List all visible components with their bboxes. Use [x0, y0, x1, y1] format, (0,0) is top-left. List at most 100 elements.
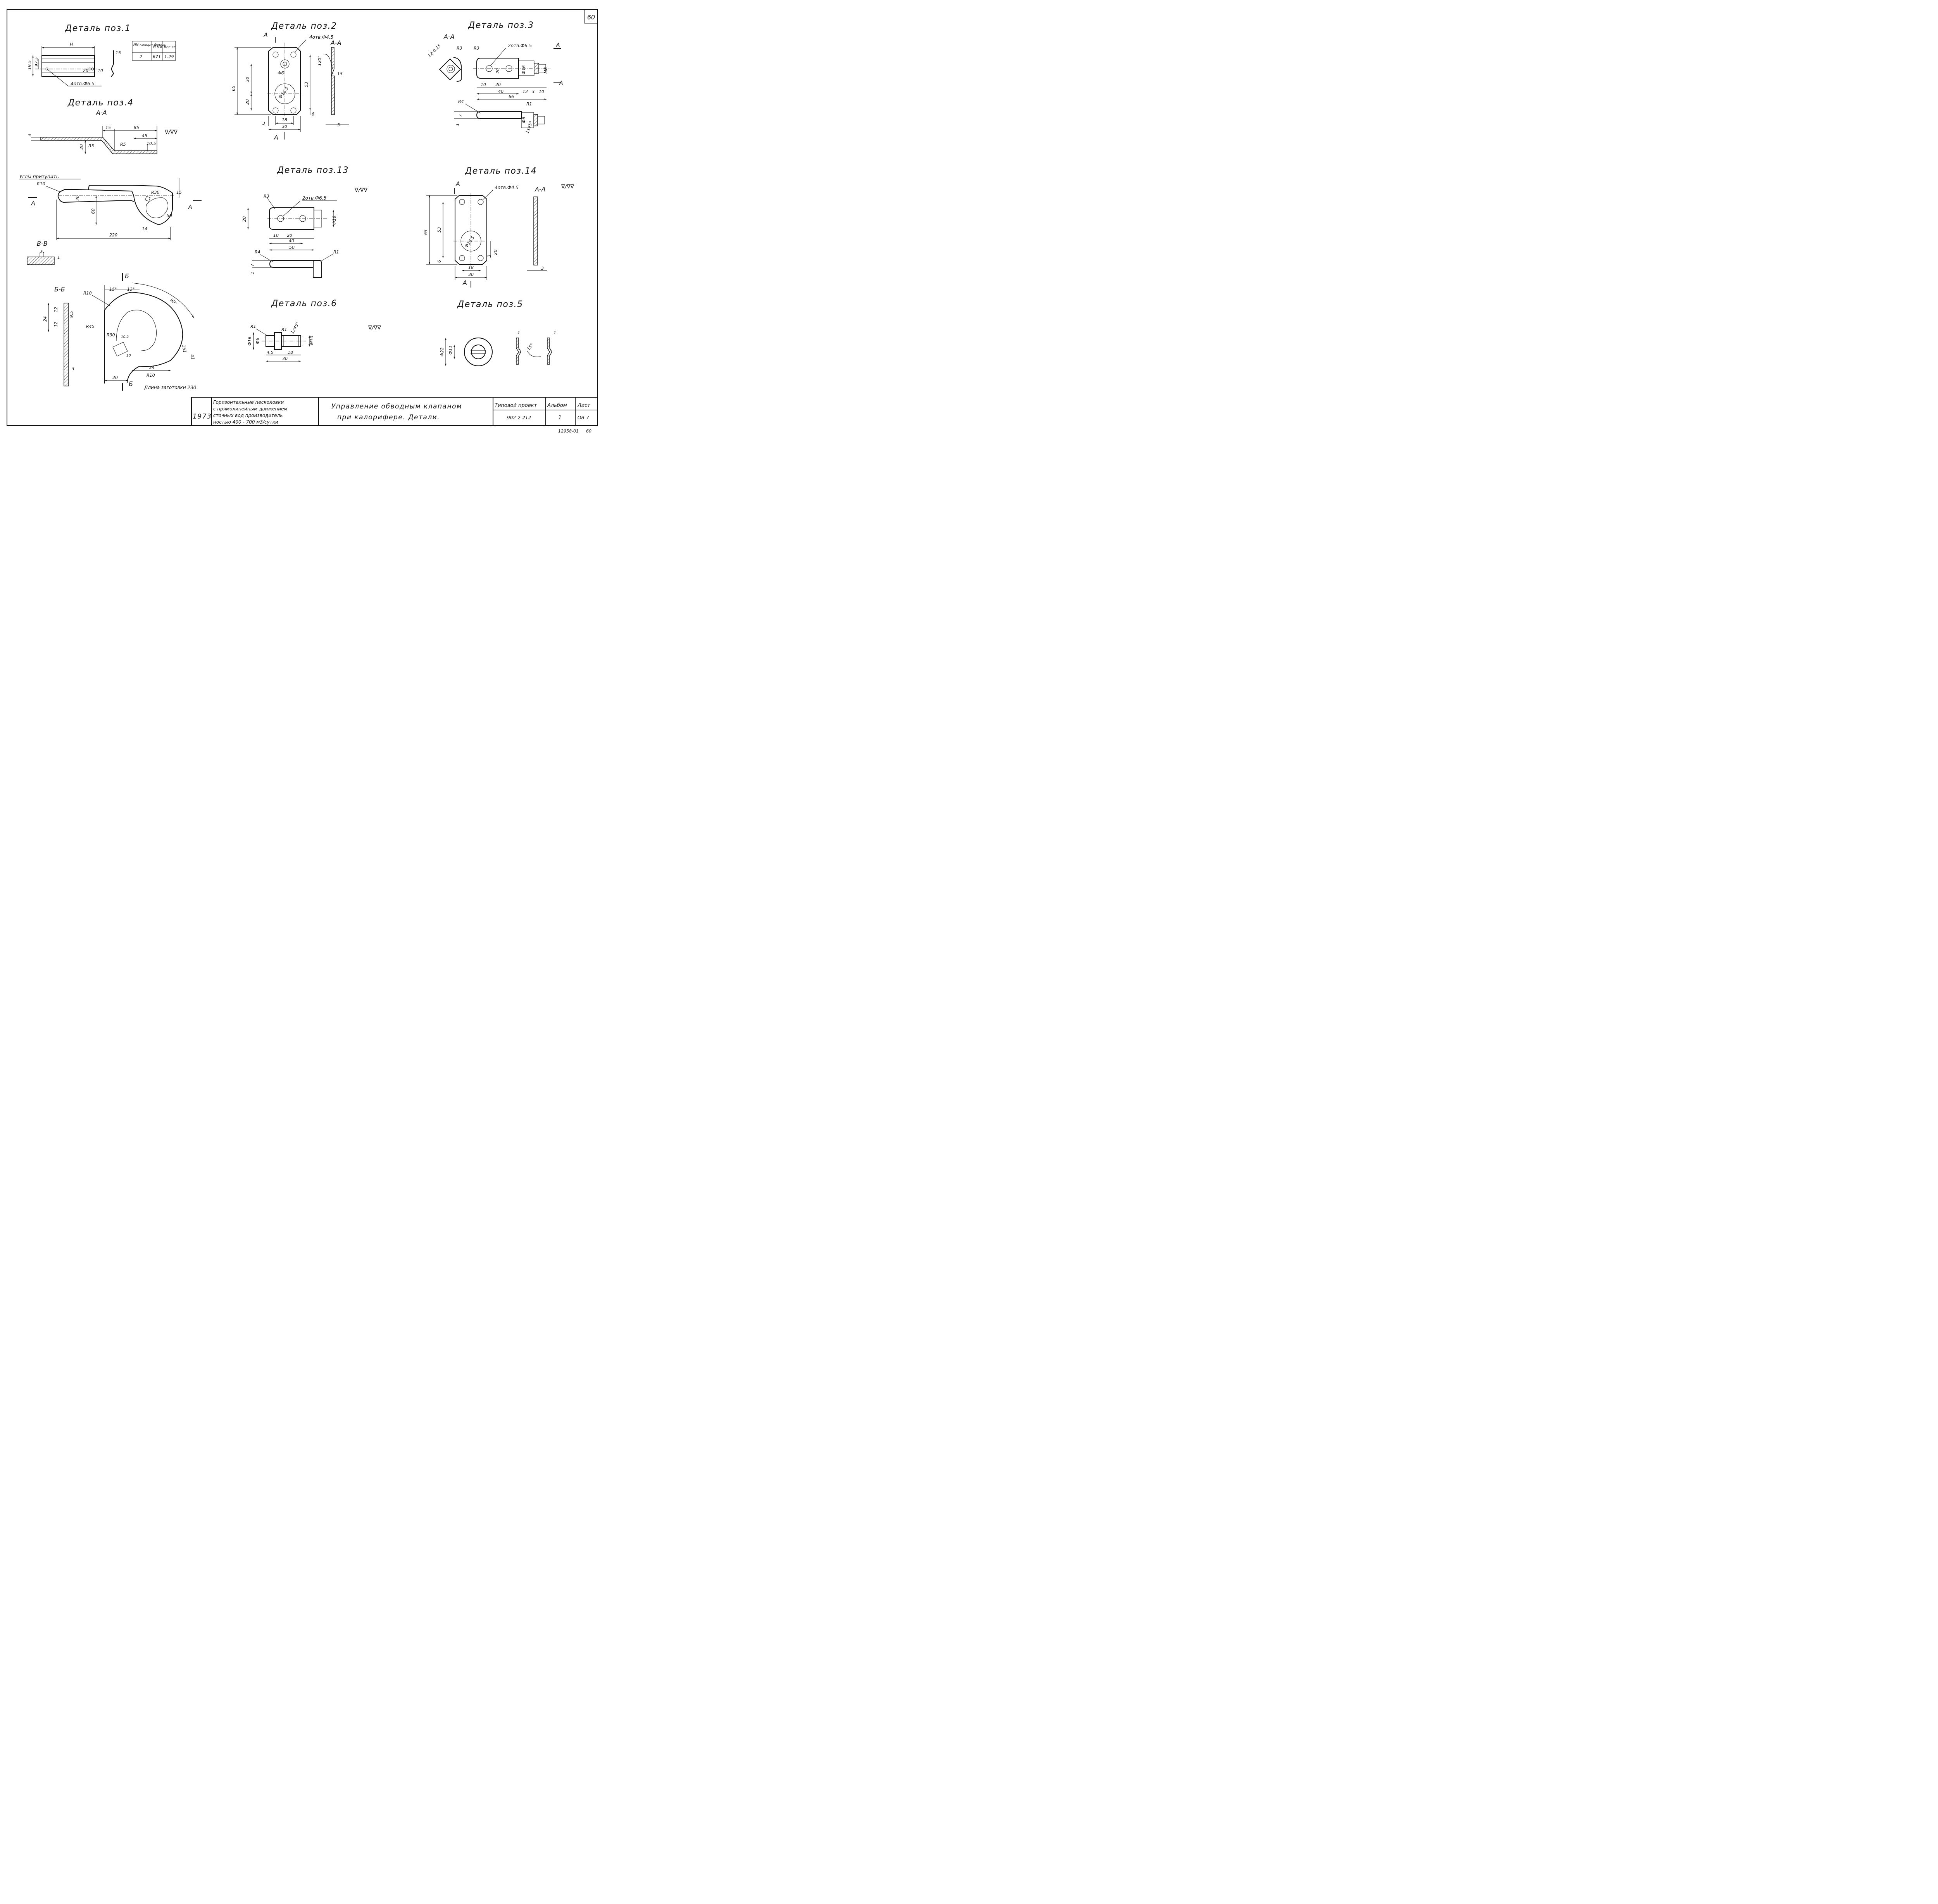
- svg-text:15: 15: [116, 50, 121, 55]
- project-desc-line-2: с прямолинейным движением: [213, 406, 288, 412]
- svg-text:R30: R30: [107, 333, 115, 338]
- svg-text:Ф6: Ф6: [521, 117, 526, 123]
- svg-text:R3: R3: [457, 46, 462, 51]
- detail-14-mark-a-bottom: А: [462, 279, 467, 286]
- sheet-value: ОВ-7: [578, 415, 589, 420]
- svg-text:30: 30: [282, 124, 287, 129]
- svg-text:20: 20: [493, 250, 498, 255]
- svg-text:M8: M8: [543, 67, 548, 74]
- svg-text:24: 24: [149, 365, 155, 370]
- svg-text:20: 20: [75, 195, 80, 201]
- svg-text:220: 220: [109, 233, 117, 238]
- detail-5: Деталь поз.5 Ф22 Ф11 1 1 15°: [440, 300, 556, 366]
- svg-text:4отв.Ф4.5: 4отв.Ф4.5: [495, 185, 519, 190]
- svg-text:20: 20: [83, 68, 88, 73]
- type-project-value: 902-2-212: [507, 415, 531, 420]
- sheet-number-box: [584, 9, 598, 24]
- svg-text:2отв.Ф6.5: 2отв.Ф6.5: [302, 195, 326, 201]
- svg-text:10.2: 10.2: [121, 335, 129, 339]
- svg-text:10: 10: [126, 354, 131, 358]
- detail-14-mark-a-top: А: [455, 180, 460, 188]
- svg-text:12-0.15: 12-0.15: [427, 43, 442, 58]
- svg-text:30: 30: [468, 272, 474, 277]
- detail-13-side: [269, 260, 314, 268]
- svg-text:20: 20: [79, 144, 84, 150]
- svg-text:R10: R10: [37, 181, 45, 186]
- svg-text:40: 40: [289, 238, 294, 243]
- detail-3: Деталь поз.3 А-А 12-0.15 R3 R3 2отв.Ф6.5…: [427, 21, 563, 134]
- detail-1-table: NN калори феров Н мм Вес кг 2 671 1.29: [132, 41, 176, 61]
- svg-text:R10: R10: [83, 291, 92, 296]
- svg-text:Ф6: Ф6: [278, 71, 284, 76]
- detail-4-section-b-body: [64, 303, 69, 386]
- svg-text:20: 20: [495, 68, 500, 74]
- detail-2: Деталь поз.2 А 4отв.Ф4.5 А-А 65 30 20 53…: [231, 21, 349, 141]
- svg-text:9.5: 9.5: [69, 311, 74, 318]
- sheet-number: 60: [587, 14, 595, 21]
- svg-text:3: 3: [541, 266, 544, 271]
- svg-text:6: 6: [312, 112, 314, 117]
- svg-text:12: 12: [53, 307, 59, 312]
- svg-text:671: 671: [153, 54, 161, 59]
- detail-4-section-b: Б-Б: [54, 286, 65, 293]
- svg-text:14: 14: [142, 226, 147, 231]
- sheet-label: Лист: [577, 403, 590, 408]
- svg-text:18: 18: [468, 265, 474, 270]
- project-desc-line-4: ностью 400 - 700 м3/сутки: [213, 419, 278, 425]
- svg-text:R1: R1: [333, 250, 339, 255]
- svg-text:3: 3: [262, 121, 265, 126]
- detail-1-title: Деталь поз.1: [65, 24, 131, 33]
- detail-3-title: Деталь поз.3: [468, 21, 534, 30]
- detail-1: Деталь поз.1 Н 19.5 97.5 20 10 4отв.Ф6.5…: [27, 24, 176, 86]
- drawing-title-line-1: Управление обводным клапаном: [331, 403, 462, 410]
- svg-text:NN калори феров: NN калори феров: [133, 43, 166, 47]
- svg-text:13°: 13°: [127, 287, 135, 292]
- svg-text:10: 10: [539, 89, 544, 94]
- detail-4-note: Углы притупить: [19, 174, 59, 179]
- svg-text:15°: 15°: [526, 343, 534, 352]
- title-block-year: 1973: [193, 413, 212, 420]
- svg-text:60: 60: [91, 208, 96, 214]
- svg-text:45: 45: [142, 133, 147, 138]
- svg-text:15°: 15°: [109, 287, 117, 292]
- svg-text:R1: R1: [281, 327, 287, 332]
- svg-text:∇/∇∇: ∇/∇∇: [561, 184, 574, 190]
- detail-1-holes-note: 4отв.Ф6.5: [71, 81, 95, 86]
- drawing-sheet: 60 Деталь поз.1 Н 19.5 97.5 20 10 4отв.Ф…: [7, 9, 598, 434]
- footer-sheet: 60: [586, 429, 591, 434]
- svg-text:1: 1: [553, 330, 556, 335]
- svg-text:Ф16.5: Ф16.5: [464, 235, 476, 248]
- project-desc-line-3: сточных вод производитель: [213, 413, 283, 418]
- detail-3-plan: [476, 58, 519, 79]
- svg-text:15: 15: [105, 125, 111, 130]
- detail-6: Деталь поз.6 ∇/∇∇ R1 R1 1х45° Ф16 Ф6 M10…: [247, 299, 381, 362]
- svg-text:4отв.Ф4.5: 4отв.Ф4.5: [309, 34, 333, 40]
- detail-3-section-aa: А-А: [443, 33, 455, 40]
- detail-14-side-section: [533, 196, 538, 265]
- title-block: 1973 Горизонтальные песколовки с прямоли…: [191, 397, 598, 426]
- svg-text:6: 6: [437, 260, 442, 263]
- svg-text:1: 1: [455, 123, 460, 126]
- svg-text:50: 50: [289, 245, 295, 250]
- detail-4-mark-a-left: А: [31, 200, 35, 207]
- svg-text:7: 7: [250, 264, 255, 267]
- detail-14-section-aa: А-А: [535, 186, 546, 193]
- svg-text:20: 20: [495, 82, 501, 87]
- detail-5-washer: [464, 338, 493, 366]
- svg-text:10: 10: [98, 68, 103, 73]
- svg-text:12: 12: [53, 322, 59, 327]
- svg-text:R30: R30: [151, 190, 160, 195]
- svg-text:Н: Н: [70, 42, 73, 47]
- svg-text:15: 15: [176, 190, 182, 195]
- svg-text:20: 20: [245, 99, 250, 105]
- svg-text:50: 50: [167, 213, 172, 218]
- svg-text:65: 65: [423, 229, 428, 235]
- svg-text:Ф11: Ф11: [448, 346, 453, 355]
- detail-4-mark-a-right: А: [188, 203, 192, 211]
- svg-text:2: 2: [140, 54, 142, 59]
- svg-text:∇/∇∇: ∇/∇∇: [368, 325, 381, 331]
- svg-text:Н мм: Н мм: [153, 45, 162, 49]
- detail-1-body: [41, 55, 95, 77]
- svg-text:Ф16: Ф16: [521, 65, 526, 74]
- type-project-label: Типовой проект: [495, 403, 537, 408]
